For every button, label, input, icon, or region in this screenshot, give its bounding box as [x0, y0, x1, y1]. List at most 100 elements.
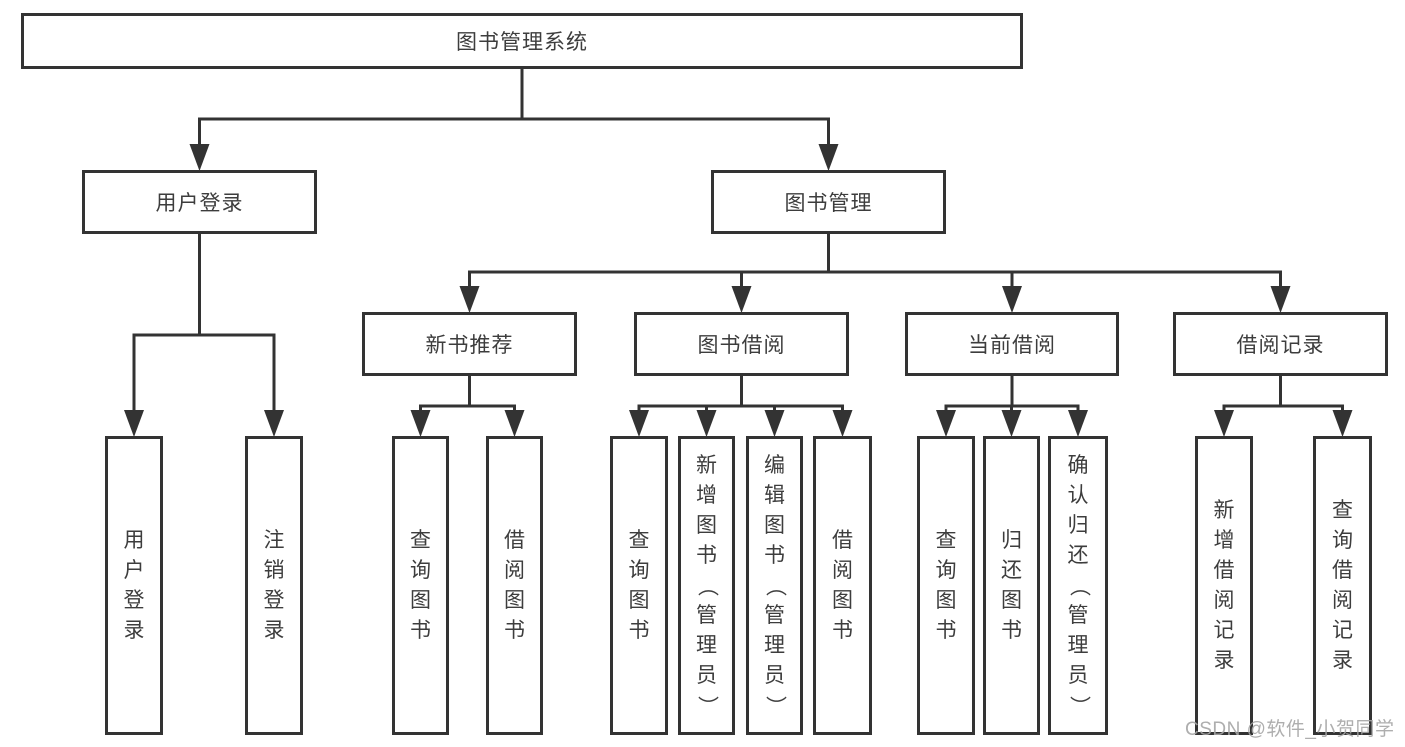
node-label-char: 户	[123, 558, 145, 582]
node-label-char: 询	[628, 558, 650, 582]
node-leaf-borrow-book-1: 借阅图书	[486, 436, 543, 735]
node-leaf-query-book-1: 查询图书	[392, 436, 449, 735]
node-label-char: ）	[1067, 695, 1090, 716]
node-leaf-user-login: 用户登录	[105, 436, 163, 735]
node-leaf-logout: 注销登录	[245, 436, 303, 735]
node-label-char: 理	[764, 633, 785, 657]
node-label-leaf-return-book: 归还图书	[1001, 526, 1022, 646]
node-leaf-borrow-book-2: 借阅图书	[813, 436, 872, 735]
node-label-current-borrow: 当前借阅	[968, 334, 1056, 357]
node-label-char: 图	[410, 588, 431, 612]
node-label-char: 录	[1332, 648, 1353, 672]
connector-user-login	[132, 232, 276, 420]
node-label-char: 图	[628, 588, 650, 612]
node-label-char: 询	[1332, 528, 1353, 552]
node-label-char: 管	[764, 603, 785, 627]
connector-borrow-history	[1222, 374, 1344, 420]
node-label-new-book-rec: 新书推荐	[425, 334, 514, 357]
node-label-char: 增	[1213, 528, 1235, 552]
node-label-char: 理	[1067, 633, 1089, 657]
arrowhead-leaf-query-book-1	[410, 410, 431, 437]
node-label-leaf-borrow-book-1: 借阅图书	[504, 526, 525, 646]
node-label-char: 阅	[1213, 588, 1235, 612]
node-label-char: （	[1067, 575, 1090, 596]
node-label-char: 记	[1213, 618, 1235, 642]
node-label-char: 理	[696, 633, 717, 657]
node-label-char: 图	[504, 588, 525, 612]
node-label-char: 注	[263, 528, 285, 552]
node-current-borrow: 当前借阅	[905, 312, 1119, 376]
node-label-char: 借	[832, 528, 853, 552]
node-label-user-login: 用户登录	[155, 192, 244, 215]
node-label-char: 图	[832, 588, 853, 612]
connector-root	[198, 67, 830, 154]
csdn-watermark: CSDN @软件_小贺同学	[1185, 719, 1395, 740]
node-label-char: ）	[695, 695, 719, 716]
node-book-mgmt: 图书管理	[711, 170, 946, 234]
node-leaf-query-book-3: 查询图书	[917, 436, 975, 735]
node-label-char: 录	[1213, 648, 1235, 672]
node-label-char: 阅	[504, 558, 525, 582]
node-label-char: 录	[263, 618, 285, 642]
node-user-login: 用户登录	[82, 170, 317, 234]
node-label-char: 新	[696, 453, 717, 477]
node-label-char: 归	[1067, 513, 1089, 537]
node-label-char: 登	[123, 588, 145, 612]
node-label-leaf-query-borrow-record: 查询借阅记录	[1332, 496, 1353, 676]
arrowhead-leaf-logout	[264, 410, 284, 437]
node-label-char: 书	[628, 618, 650, 642]
node-label-char: 书	[410, 618, 431, 642]
node-label-char: 辑	[764, 483, 785, 507]
arrowhead-leaf-edit-book	[764, 410, 785, 437]
arrowhead-leaf-borrow-book-1	[504, 410, 525, 437]
node-label-leaf-logout: 注销登录	[264, 526, 285, 646]
node-label-char: 图	[1001, 588, 1022, 612]
node-root: 图书管理系统	[21, 13, 1023, 69]
node-label-leaf-query-book-3: 查询图书	[936, 526, 957, 646]
arrowhead-leaf-return-book	[1001, 410, 1022, 437]
connector-book-borrow	[637, 374, 844, 420]
arrowhead-leaf-query-borrow-record	[1332, 410, 1353, 437]
node-label-char: 查	[1332, 498, 1353, 522]
node-label-char: 借	[1213, 558, 1235, 582]
node-book-borrow: 图书借阅	[634, 312, 849, 376]
arrowhead-current-borrow	[1002, 286, 1022, 313]
arrowhead-leaf-borrow-book-2	[832, 410, 853, 437]
node-label-char: 登	[263, 588, 285, 612]
node-label-char: 查	[628, 528, 650, 552]
node-label-char: 归	[1001, 528, 1022, 552]
node-label-leaf-query-book-1: 查询图书	[410, 526, 431, 646]
node-label-leaf-edit-book: 编辑图书（管理员）	[764, 451, 787, 721]
node-new-book-rec: 新书推荐	[362, 312, 577, 376]
node-label-char: 员	[1067, 663, 1089, 687]
node-label-char: 询	[410, 558, 431, 582]
node-label-char: 询	[935, 558, 957, 582]
node-label-char: 书	[1001, 618, 1022, 642]
node-label-char: 图	[764, 513, 785, 537]
node-label-char: 销	[263, 558, 285, 582]
node-leaf-query-book-2: 查询图书	[610, 436, 668, 735]
node-label-char: 管	[1067, 603, 1089, 627]
arrowhead-new-book-rec	[459, 286, 480, 313]
node-label-char: 书	[935, 618, 957, 642]
node-label-char: 确	[1067, 453, 1089, 477]
node-leaf-edit-book: 编辑图书（管理员）	[746, 436, 803, 735]
node-leaf-confirm-return: 确认归还（管理员）	[1048, 436, 1108, 735]
node-label-char: （	[695, 575, 719, 596]
node-label-leaf-user-login: 用户登录	[124, 526, 145, 646]
node-label-char: 图	[696, 513, 717, 537]
node-label-char: 记	[1332, 618, 1353, 642]
node-label-char: 编	[764, 453, 785, 477]
node-label-char: 查	[410, 528, 431, 552]
arrowhead-book-borrow	[731, 286, 752, 313]
arrowhead-book-mgmt	[818, 144, 839, 171]
node-label-leaf-add-borrow-record: 新增借阅记录	[1214, 496, 1235, 676]
node-label-char: 书	[832, 618, 853, 642]
node-label-leaf-query-book-2: 查询图书	[629, 526, 650, 646]
node-label-borrow-history: 借阅记录	[1236, 334, 1325, 357]
node-label-char: 书	[696, 543, 717, 567]
node-borrow-history: 借阅记录	[1173, 312, 1388, 376]
node-label-char: 借	[504, 528, 525, 552]
node-label-leaf-add-book: 新增图书（管理员）	[696, 451, 719, 721]
node-leaf-add-borrow-record: 新增借阅记录	[1195, 436, 1253, 735]
